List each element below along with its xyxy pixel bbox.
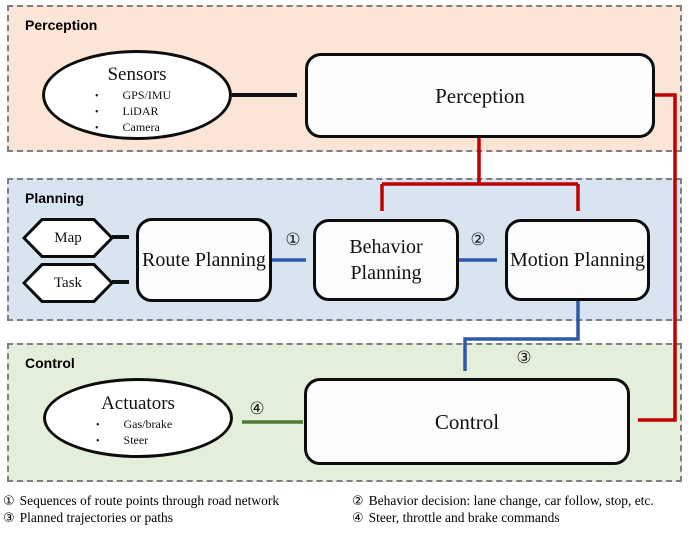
legend-marker-2: ② bbox=[352, 493, 364, 508]
map-node-label: Map bbox=[54, 229, 82, 246]
legend-item-4: ④ Steer, throttle and brake commands bbox=[352, 510, 690, 526]
control-node: Control bbox=[304, 378, 630, 465]
sensors-title: Sensors bbox=[107, 64, 167, 85]
hexagon-fill bbox=[26, 221, 110, 255]
bullet-icon: • bbox=[96, 420, 100, 431]
bullet-icon: • bbox=[95, 107, 99, 118]
bullet-icon: • bbox=[95, 123, 99, 134]
hexagon-fill bbox=[26, 266, 110, 300]
motion-planning-label: Motion Planning bbox=[509, 249, 645, 271]
task-node: Task bbox=[22, 263, 114, 303]
control-section-label: Control bbox=[25, 355, 75, 371]
sensor-item-label: Camera bbox=[122, 120, 160, 134]
actuators-title: Actuators bbox=[101, 393, 175, 414]
control-node-label: Control bbox=[434, 409, 500, 434]
legend-item-2: ② Behavior decision: lane change, car fo… bbox=[352, 493, 690, 509]
legend-marker-1: ① bbox=[3, 493, 15, 508]
legend-item-3: ③ Planned trajectories or paths bbox=[3, 510, 352, 526]
bullet-icon: • bbox=[95, 91, 99, 102]
behavior-planning-node: Behavior Planning bbox=[313, 219, 459, 301]
sensors-node: Sensors • GPS/IMU • LiDAR • Camera bbox=[42, 50, 232, 140]
actuator-item-label: Gas/brake bbox=[123, 417, 173, 431]
list-item: • LiDAR bbox=[95, 104, 229, 120]
list-item: • Camera bbox=[95, 120, 229, 136]
perception-node: Perception bbox=[305, 53, 655, 138]
route-planning-label: Route Planning bbox=[142, 249, 266, 271]
legend-text-1: Sequences of route points through road n… bbox=[19, 493, 280, 508]
route-planning-node: Route Planning bbox=[136, 218, 272, 302]
sensor-item-label: LiDAR bbox=[122, 104, 159, 118]
task-node-label: Task bbox=[53, 274, 83, 291]
list-item: • Gas/brake bbox=[96, 417, 230, 433]
legend-text-2: Behavior decision: lane change, car foll… bbox=[368, 493, 654, 508]
sensors-list: • GPS/IMU • LiDAR • Camera bbox=[45, 88, 229, 136]
actuator-item-label: Steer bbox=[123, 433, 149, 447]
list-item: • Steer bbox=[96, 433, 230, 449]
behavior-planning-label: Behavior Planning bbox=[349, 236, 423, 284]
edge-label-2: ② bbox=[470, 230, 486, 249]
legend-item-1: ① Sequences of route points through road… bbox=[3, 493, 352, 509]
edge-label-1: ① bbox=[285, 230, 301, 249]
edge-label-4: ④ bbox=[249, 399, 265, 418]
actuators-node: Actuators • Gas/brake • Steer bbox=[43, 378, 233, 458]
edge-label-3: ③ bbox=[516, 348, 532, 367]
bullet-icon: • bbox=[96, 436, 100, 447]
perception-section-label: Perception bbox=[25, 17, 98, 33]
planning-section-label: Planning bbox=[25, 190, 85, 206]
motion-planning-node: Motion Planning bbox=[505, 219, 650, 301]
actuators-list: • Gas/brake • Steer bbox=[46, 417, 230, 449]
sensor-item-label: GPS/IMU bbox=[122, 88, 172, 102]
legend-marker-3: ③ bbox=[3, 510, 15, 525]
legend-text-4: Steer, throttle and brake commands bbox=[368, 510, 560, 525]
list-item: • GPS/IMU bbox=[95, 88, 229, 104]
legend-text-3: Planned trajectories or paths bbox=[19, 510, 173, 525]
map-node: Map bbox=[22, 218, 114, 258]
legend-marker-4: ④ bbox=[352, 510, 364, 525]
legend: ① Sequences of route points through road… bbox=[3, 493, 690, 526]
perception-node-label: Perception bbox=[435, 83, 525, 108]
